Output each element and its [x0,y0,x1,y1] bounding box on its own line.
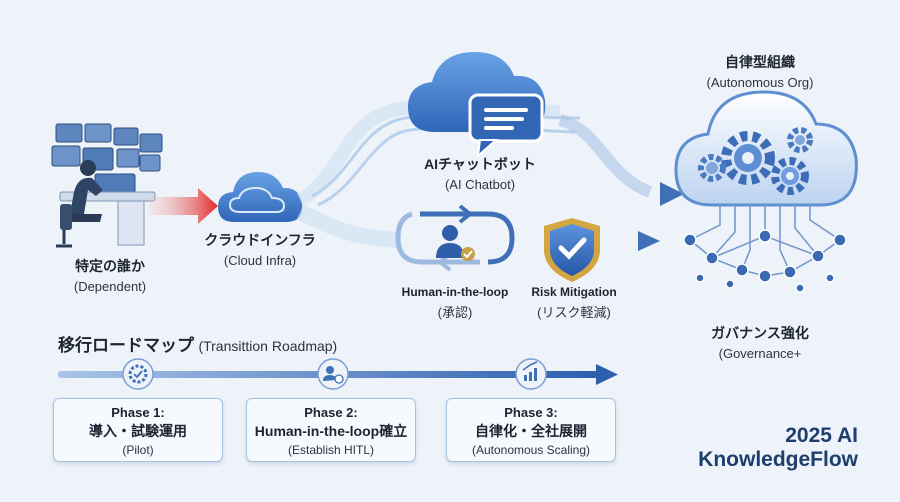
gear-icon [721,131,775,185]
autonomous-org-label-en: (Autonomous Org) [706,75,814,90]
phase-1-number: Phase 1: [111,405,165,420]
growth-chart-icon [515,358,547,390]
dependent-label-en: (Dependent) [73,279,147,294]
phase-1-title: 導入・試験運用 [89,423,187,439]
shield-check-icon [544,218,600,282]
gear-icon [787,127,813,153]
dependent-label: 特定の誰か (Dependent) [40,256,180,294]
chatbot-label-en: (AI Chatbot) [444,177,516,192]
gear-icon [698,154,726,182]
hitl-loop-icon [395,204,515,272]
phase-card-3: Phase 3: 自律化・全社展開 (Autonomous Scaling) [446,398,616,462]
workstation-icon [51,123,163,248]
phase-card-1: Phase 1: 導入・試験運用 (Pilot) [53,398,223,462]
user-check-icon [317,358,349,390]
cloud-infra-label-en: (Cloud Infra) [223,253,297,268]
phase-2-subtitle: (Establish HITL) [287,443,375,457]
phase-3-title: 自律化・全社展開 [475,423,587,439]
governance-label-en: (Governance+ [718,346,802,361]
phase-1-subtitle: (Pilot) [122,443,154,457]
cloud-infra-label: クラウドインフラ (Cloud Infra) [190,230,330,268]
brand-line-1: 2025 AI [785,424,858,447]
chatbot-label: AIチャットボット (AI Chatbot) [410,154,550,192]
brand-wordmark: 2025 AI KnowledgeFlow [698,424,858,472]
hitl-label-ja: Human-in-the-loop [401,285,509,299]
governance-label: ガバナンス強化 (Governance+ [690,323,830,361]
network-node-icons [683,229,847,293]
phase-card-2: Phase 2: Human-in-the-loop確立 (Establish … [246,398,416,462]
cloud-infra-label-ja: クラウドインフラ [204,232,316,248]
risk-label-ja: Risk Mitigation [531,285,617,299]
chatbot-cloud-icon [408,52,546,159]
phase-3-subtitle: (Autonomous Scaling) [471,443,591,457]
hitl-label: Human-in-the-loop (承認) [390,285,520,321]
gear-icon [771,157,809,195]
roadmap-title-en: (Transittion Roadmap) [198,338,338,354]
autonomous-cloud-icon [674,90,858,207]
risk-label: Risk Mitigation (リスク軽減) [522,285,626,321]
hitl-label-en: (承認) [437,305,473,320]
risk-label-en: (リスク軽減) [537,305,611,320]
red-arrow-icon [148,188,218,224]
brand-line-2: KnowledgeFlow [698,448,858,471]
phase-2-number: Phase 2: [304,405,358,420]
autonomous-org-label: 自律型組織 (Autonomous Org) [690,52,830,90]
roadmap-title-ja: 移行ロードマップ [58,336,194,355]
autonomous-org-label-ja: 自律型組織 [725,54,795,70]
chatbot-label-ja: AIチャットボット [424,156,536,172]
roadmap-title: 移行ロードマップ (Transittion Roadmap) [58,331,337,356]
governance-label-ja: ガバナンス強化 [711,325,809,341]
gear-check-icon [122,358,154,390]
cloud-infra-icon [218,172,303,222]
phase-2-title: Human-in-the-loop確立 [254,423,408,439]
dependent-label-ja: 特定の誰か [75,258,145,274]
phase-3-number: Phase 3: [504,405,558,420]
